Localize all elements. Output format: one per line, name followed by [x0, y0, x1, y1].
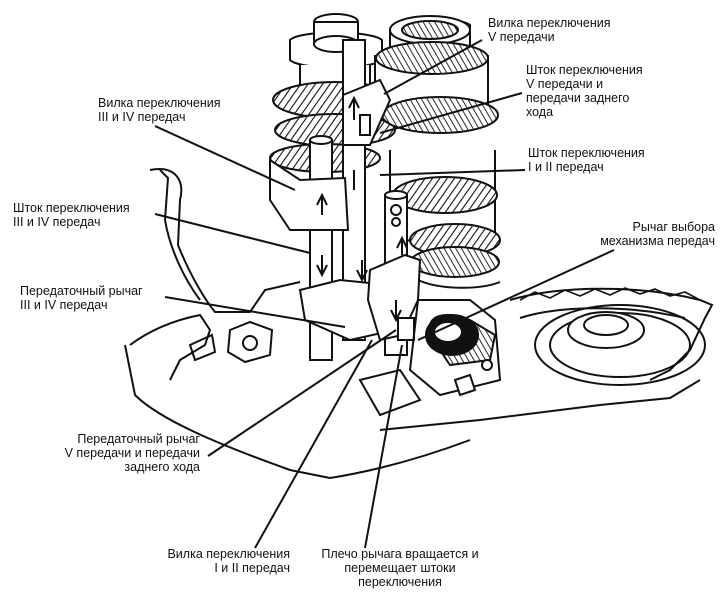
leader-lines: [154, 39, 615, 549]
label-fork-1-2: Вилка переключения I и II передач: [142, 547, 290, 575]
label-line: I и II передач: [528, 160, 604, 174]
ring-gear: [519, 287, 706, 386]
label-line: Шток переключения: [13, 201, 130, 215]
label-line: передачи заднего: [526, 91, 630, 105]
label-transfer-v-reverse: Передаточный рычаг V передачи и передачи…: [40, 432, 200, 474]
shift-rods: [269, 39, 422, 361]
label-line: Вилка переключения: [98, 96, 221, 110]
label-line: Шток переключения: [526, 63, 643, 77]
label-line: V передачи: [488, 30, 555, 44]
label-line: Плечо рычага вращается и: [321, 547, 479, 561]
housing-outline: [124, 168, 714, 479]
label-line: III и IV передач: [98, 110, 186, 124]
label-rod-3-4: Шток переключения III и IV передач: [13, 201, 130, 229]
label-line: Вилка переключения: [488, 16, 611, 30]
label-rod-v-reverse: Шток переключения V передачи и передачи …: [526, 63, 643, 119]
motion-arrows: [316, 95, 408, 323]
label-line: механизма передач: [600, 234, 715, 248]
label-rod-1-2: Шток переключения I и II передач: [528, 146, 645, 174]
label-line: III и IV передач: [13, 215, 101, 229]
label-line: Передаточный рычаг: [20, 284, 143, 298]
label-line: переключения: [358, 575, 442, 589]
label-fork-v: Вилка переключения V передачи: [488, 16, 611, 44]
label-line: Вилка переключения: [167, 547, 290, 561]
label-line: хода: [526, 105, 554, 119]
label-line: V передачи и: [526, 77, 604, 91]
label-fork-3-4: Вилка переключения III и IV передач: [98, 96, 221, 124]
label-line: перемещает штоки: [344, 561, 456, 575]
label-line: Рычаг выбора: [632, 220, 715, 234]
label-line: Передаточный рычаг: [77, 432, 200, 446]
label-line: III и IV передач: [20, 298, 108, 312]
label-select-lever: Рычаг выбора механизма передач: [566, 220, 715, 248]
selector-mechanism: [358, 299, 502, 417]
label-transfer-3-4: Передаточный рычаг III и IV передач: [20, 284, 143, 312]
label-line: Шток переключения: [528, 146, 645, 160]
label-line: заднего хода: [124, 460, 200, 474]
label-line: V передачи и передачи: [64, 446, 200, 460]
label-line: I и II передач: [214, 561, 290, 575]
label-lever-arm: Плечо рычага вращается и перемещает шток…: [300, 547, 500, 589]
